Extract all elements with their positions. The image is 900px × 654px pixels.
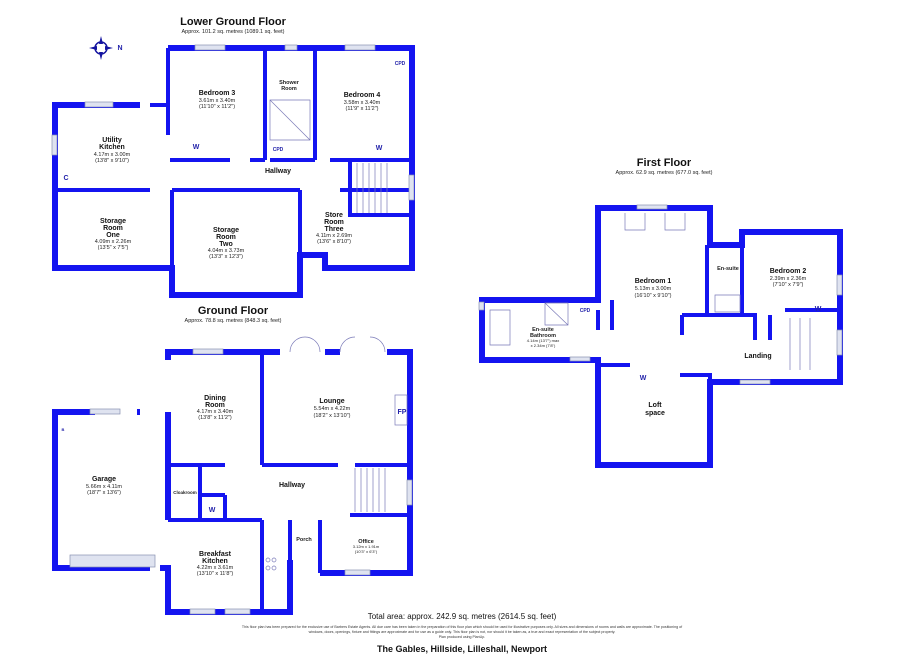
svg-text:Breakfast: Breakfast: [199, 551, 232, 558]
svg-text:Room: Room: [216, 234, 236, 241]
svg-text:Bedroom 1: Bedroom 1: [635, 278, 672, 285]
svg-text:CPD: CPD: [395, 61, 406, 67]
svg-text:Bedroom 2: Bedroom 2: [770, 268, 807, 275]
svg-text:(7'10" x 7'9"): (7'10" x 7'9"): [773, 282, 804, 288]
svg-text:Landing: Landing: [744, 353, 771, 360]
svg-text:(13'3" x 12'3"): (13'3" x 12'3"): [209, 254, 243, 260]
svg-text:5.13m x 3.00m: 5.13m x 3.00m: [635, 286, 672, 292]
svg-text:x 2.34m (7'8"): x 2.34m (7'8"): [531, 343, 556, 348]
svg-text:Kitchen: Kitchen: [202, 558, 228, 565]
disclaimer: This floor plan has been prepared for th…: [242, 625, 682, 629]
svg-text:Storage: Storage: [100, 218, 126, 225]
svg-text:Porch: Porch: [296, 537, 312, 543]
svg-text:(11'9" x 11'2"): (11'9" x 11'2"): [345, 106, 378, 112]
svg-text:Loft: Loft: [648, 402, 662, 409]
svg-text:(16'10" x 9'10"): (16'10" x 9'10"): [635, 293, 672, 299]
svg-text:N: N: [117, 45, 122, 52]
svg-text:W: W: [193, 144, 200, 151]
svg-text:windows, doors, openings, fixt: windows, doors, openings, fixture and fi…: [309, 630, 616, 634]
svg-text:Approx. 78.8 sq. metres (848.3: Approx. 78.8 sq. metres (848.3 sq. feet): [185, 318, 282, 324]
svg-text:(13'6" x 8'10"): (13'6" x 8'10"): [317, 239, 351, 245]
svg-text:CPD: CPD: [580, 308, 591, 314]
first-floor: First Floor Approx. 62.9 sq. metres (677…: [478, 157, 843, 468]
svg-text:Two: Two: [219, 241, 232, 248]
svg-text:(10'3" x 6'3"): (10'3" x 6'3"): [355, 549, 378, 554]
svg-text:C: C: [63, 175, 68, 182]
svg-text:Three: Three: [324, 226, 343, 233]
svg-text:Plan produced using PlanUp.: Plan produced using PlanUp.: [439, 635, 486, 639]
svg-text:(13'5" x 7'5"): (13'5" x 7'5"): [98, 245, 129, 251]
svg-text:4.14m (13'7") max: 4.14m (13'7") max: [527, 338, 559, 343]
svg-text:En-suite: En-suite: [532, 327, 554, 333]
svg-text:Room: Room: [324, 219, 344, 226]
svg-text:5.66m x 4.11m: 5.66m x 4.11m: [86, 484, 122, 490]
svg-text:(11'10" x 11'2"): (11'10" x 11'2"): [199, 104, 235, 110]
svg-text:Shower: Shower: [279, 80, 300, 86]
svg-text:Store: Store: [325, 212, 343, 219]
svg-text:4.17m x 3.40m: 4.17m x 3.40m: [197, 409, 234, 415]
svg-text:4.04m x 3.73m: 4.04m x 3.73m: [208, 248, 245, 254]
svg-text:Ground Floor: Ground Floor: [198, 305, 269, 317]
floor-area: Approx. 101.2 sq. metres (1089.1 sq. fee…: [181, 29, 284, 35]
svg-text:space: space: [645, 410, 665, 417]
svg-text:2.39m x 2.36m: 2.39m x 2.36m: [770, 276, 807, 282]
svg-text:CPD: CPD: [273, 147, 284, 153]
property-address: The Gables, Hillside, Lilleshall, Newpor…: [377, 644, 547, 654]
svg-text:W: W: [376, 145, 383, 152]
svg-text:W: W: [640, 375, 647, 382]
svg-text:(13'8" x 9'10"): (13'8" x 9'10"): [95, 158, 129, 164]
total-area: Total area: approx. 242.9 sq. metres (26…: [368, 612, 557, 621]
svg-text:Cloakroom: Cloakroom: [173, 490, 197, 495]
svg-text:Lounge: Lounge: [319, 398, 344, 405]
svg-text:3.58m x 3.40m: 3.58m x 3.40m: [344, 100, 381, 106]
lower-ground-floor: Lower Ground Floor Approx. 101.2 sq. met…: [51, 16, 415, 298]
svg-text:Storage: Storage: [213, 227, 239, 234]
svg-text:Kitchen: Kitchen: [99, 144, 125, 151]
svg-text:Room: Room: [103, 225, 123, 232]
svg-text:First Floor: First Floor: [637, 157, 692, 169]
svg-text:Garage: Garage: [92, 476, 116, 483]
svg-text:Room: Room: [205, 402, 225, 409]
svg-text:Room: Room: [281, 86, 297, 92]
svg-text:FP: FP: [398, 409, 407, 416]
svg-text:B: B: [62, 427, 65, 432]
svg-text:(18'7" x 13'6"): (18'7" x 13'6"): [87, 490, 121, 496]
svg-text:En-suite: En-suite: [717, 266, 739, 272]
svg-text:Utility: Utility: [102, 137, 122, 144]
svg-text:4.11m x 2.69m: 4.11m x 2.69m: [316, 233, 352, 239]
svg-text:Hallway: Hallway: [279, 482, 305, 489]
svg-text:Bedroom 4: Bedroom 4: [344, 92, 381, 99]
svg-text:3.12m x 1.91m: 3.12m x 1.91m: [353, 544, 380, 549]
svg-text:Bathroom: Bathroom: [530, 333, 556, 339]
svg-text:(13'8" x 11'2"): (13'8" x 11'2"): [198, 415, 232, 421]
svg-text:Approx. 62.9 sq. metres (677.0: Approx. 62.9 sq. metres (677.0 sq. feet): [616, 170, 713, 176]
svg-text:(18'2" x 13'10"): (18'2" x 13'10"): [314, 413, 351, 419]
svg-text:3.61m x 3.40m: 3.61m x 3.40m: [199, 98, 236, 104]
svg-text:4.22m x 3.61m: 4.22m x 3.61m: [197, 565, 234, 571]
svg-text:Office: Office: [358, 539, 374, 545]
svg-text:4.17m x 3.00m: 4.17m x 3.00m: [94, 152, 131, 158]
footer: Total area: approx. 242.9 sq. metres (26…: [242, 612, 682, 654]
svg-text:W: W: [209, 507, 216, 514]
svg-text:Dining: Dining: [204, 395, 226, 402]
svg-text:5.54m x 4.22m: 5.54m x 4.22m: [314, 406, 351, 412]
compass-icon: N: [89, 36, 123, 60]
svg-text:W: W: [815, 306, 822, 313]
svg-text:Hallway: Hallway: [265, 168, 291, 175]
ground-floor: Ground Floor Approx. 78.8 sq. metres (84…: [52, 305, 413, 615]
svg-text:4.09m x 2.26m: 4.09m x 2.26m: [95, 239, 132, 245]
room-name: Bedroom 3: [199, 90, 236, 97]
svg-text:(13'10" x 11'8"): (13'10" x 11'8"): [197, 571, 234, 577]
floor-title: Lower Ground Floor: [180, 16, 286, 28]
svg-text:One: One: [106, 232, 120, 239]
